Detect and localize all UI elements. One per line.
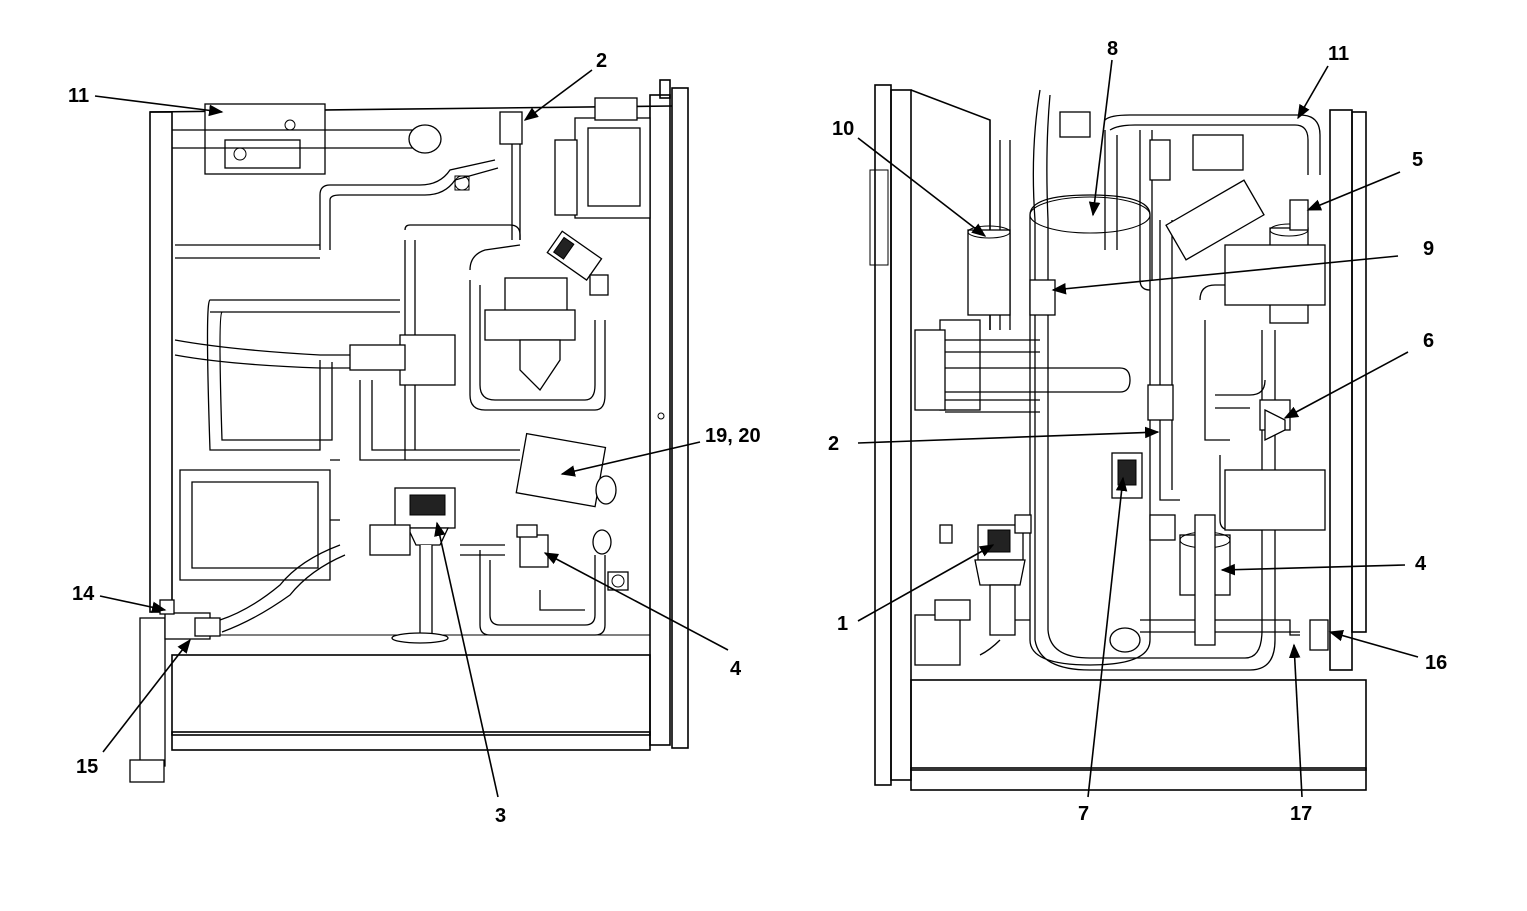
left-piping <box>172 124 606 636</box>
left-top-bracket <box>204 103 326 175</box>
leader-lines <box>94 59 1419 798</box>
callout-right-17: 17 <box>1290 803 1312 825</box>
callout-left-14: 14 <box>72 583 95 605</box>
callout-right-4: 4 <box>1415 553 1427 575</box>
callout-left-2: 2 <box>596 50 607 72</box>
callout-right-11: 11 <box>1328 43 1349 65</box>
callout-left-15: 15 <box>76 756 98 778</box>
callout-right-7: 7 <box>1078 803 1089 825</box>
callout-left-4: 4 <box>730 658 742 680</box>
right-compressor <box>1029 194 1151 666</box>
callout-right-2: 2 <box>828 433 839 455</box>
callout-right-9: 9 <box>1423 238 1434 260</box>
right-view <box>869 84 1367 791</box>
left-components <box>349 97 665 644</box>
callout-left-19-20: 19, 20 <box>705 425 761 447</box>
callout-right-1: 1 <box>837 613 848 635</box>
right-components <box>934 111 1329 653</box>
callout-labels: 11 2 19, 20 14 15 3 4 8 11 10 5 9 6 2 4 … <box>68 38 1447 827</box>
callout-left-3: 3 <box>495 805 506 827</box>
callout-right-16: 16 <box>1425 652 1447 674</box>
left-lower-fitting <box>129 599 221 783</box>
left-view <box>129 79 689 783</box>
callout-left-11: 11 <box>68 85 89 107</box>
callout-right-8: 8 <box>1107 38 1118 60</box>
callout-right-6: 6 <box>1423 330 1434 352</box>
callout-right-5: 5 <box>1412 149 1423 171</box>
callout-right-10: 10 <box>832 118 854 140</box>
right-side-box <box>914 319 981 666</box>
